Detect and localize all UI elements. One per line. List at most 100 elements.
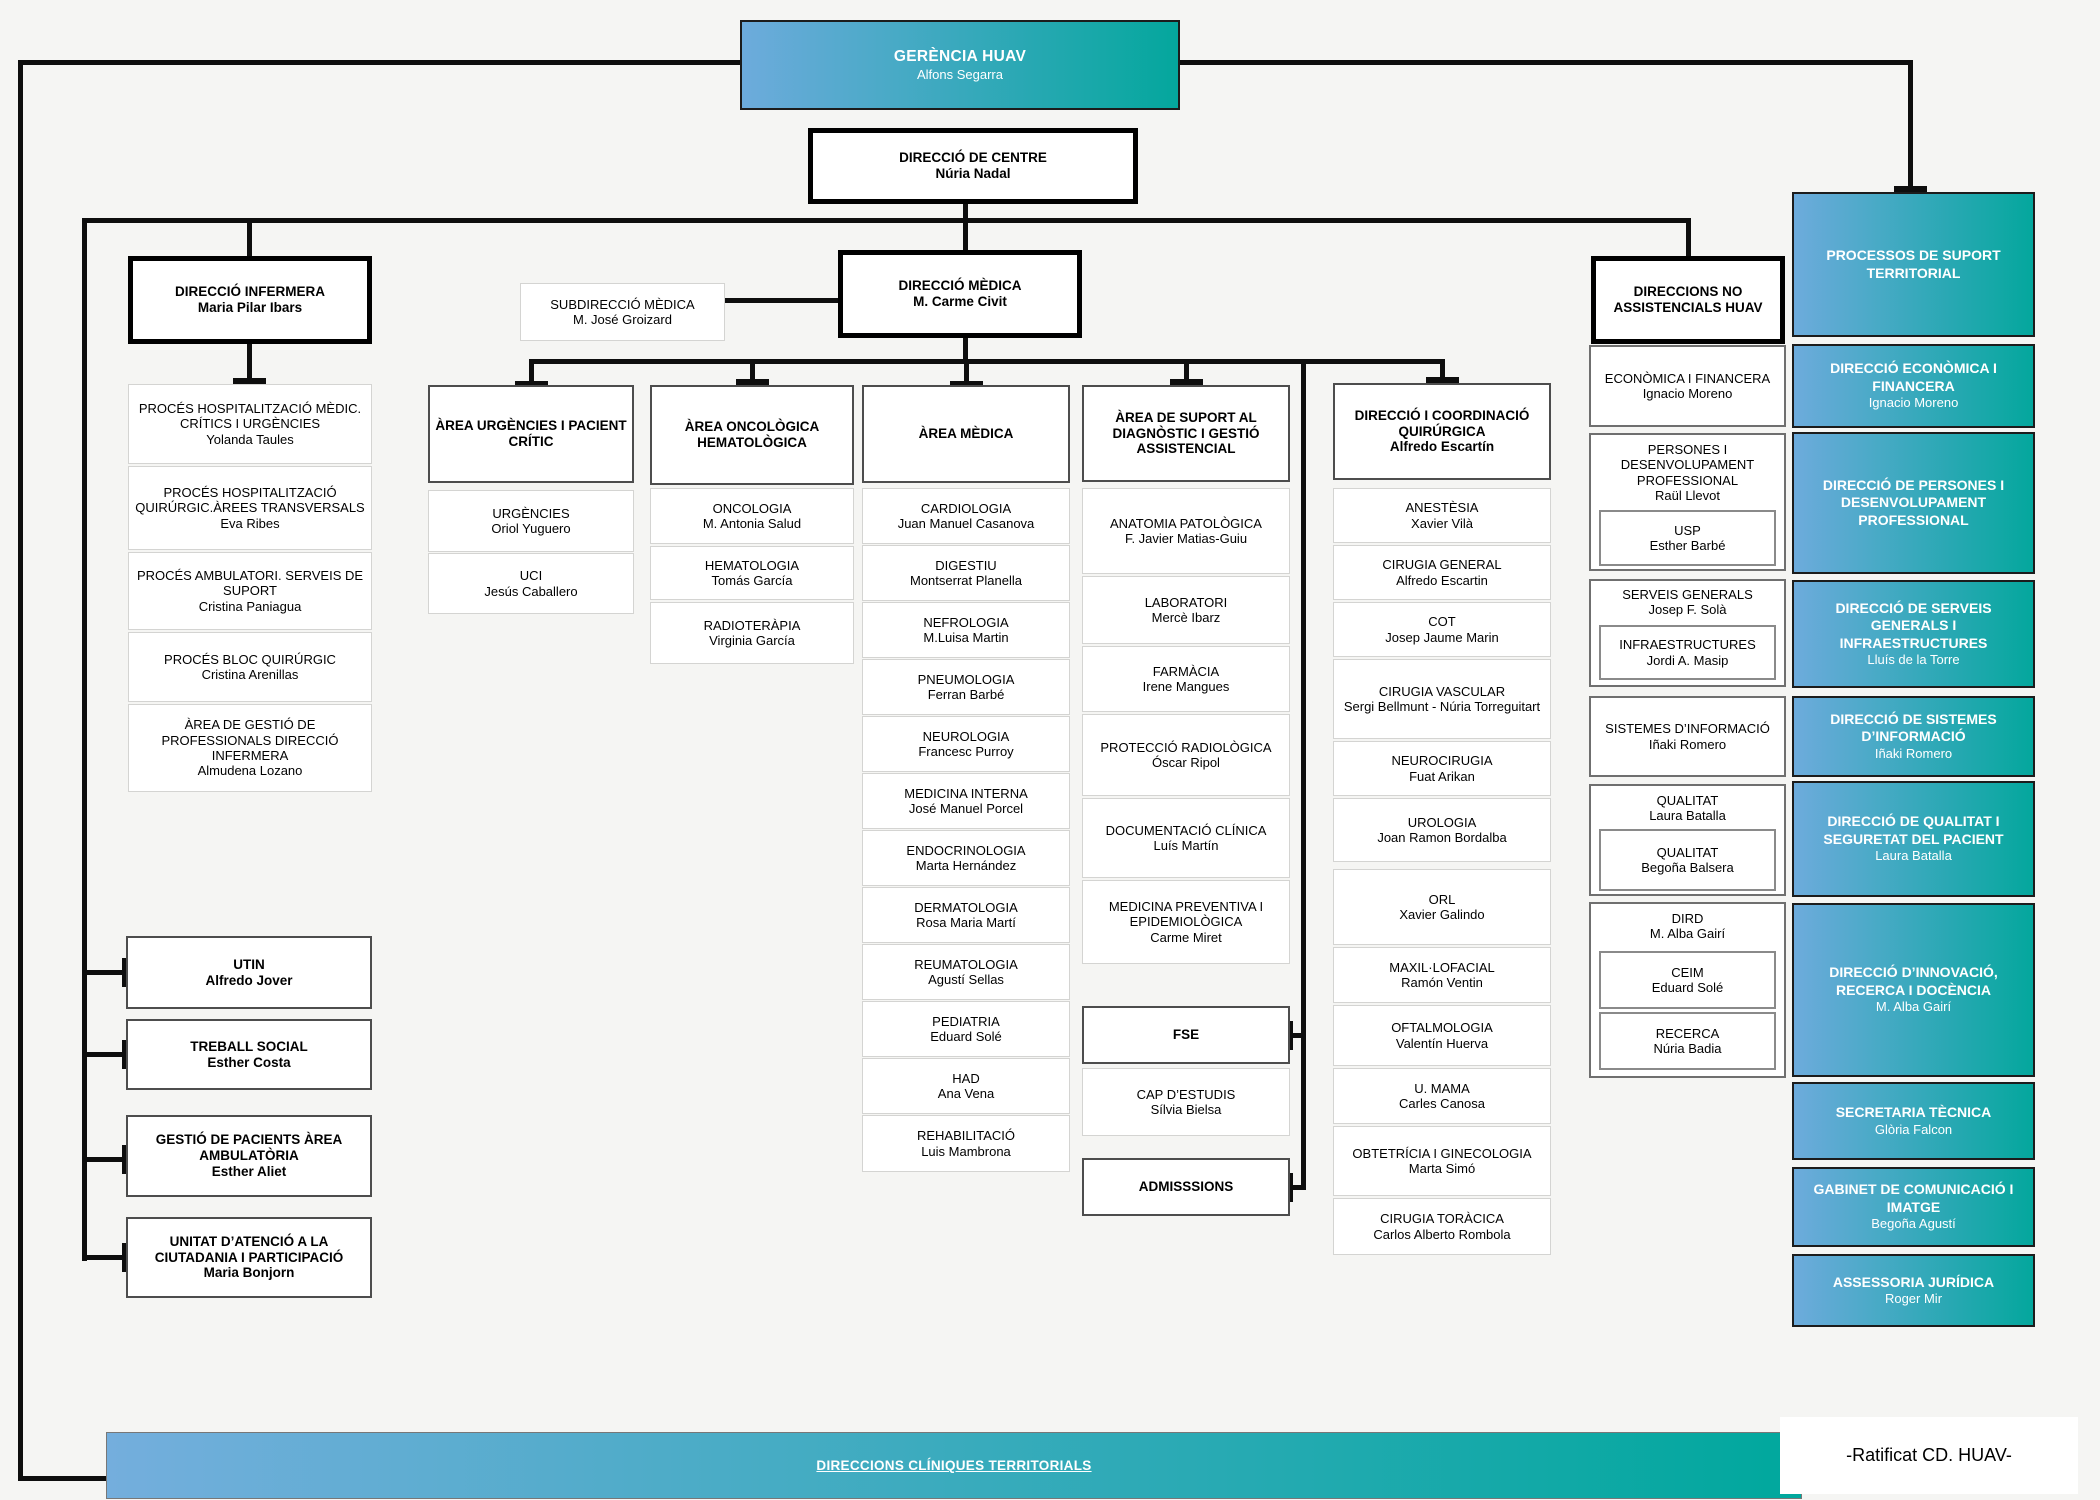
connector [82,1052,126,1057]
recerca-box: RECERCA Núria Badia [1599,1012,1776,1070]
direccio-infermera-box: DIRECCIÓ INFERMERA Maria Pilar Ibars [128,256,372,344]
connector [18,1476,108,1481]
treball-social-box: TREBALL SOCIAL Esther Costa [126,1019,372,1090]
area-suport-header: ÀREA DE SUPORT AL DIAGNÒSTIC I GESTIÓ AS… [1082,385,1290,482]
org-cell: PROTECCIÓ RADIOLÒGICA Óscar Ripol [1082,714,1290,796]
org-cell: PROCÉS HOSPITALITZACIÓ QUIRÚRGIC.ÀREES T… [128,466,372,550]
territorial-box: DIRECCIÓ DE SISTEMES D’INFORMACIÓ Iñaki … [1792,696,2035,777]
org-cell: DOCUMENTACIÓ CLÍNICA Luís Martín [1082,798,1290,878]
org-cell: PEDIATRIA Eduard Solé [862,1001,1070,1057]
org-cell: CIRUGIA TORÀCICA Carlos Alberto Rombola [1333,1198,1551,1255]
connector [963,204,968,252]
org-cell: PROCÉS BLOC QUIRÚRGIC Cristina Arenillas [128,632,372,702]
ceim-box: CEIM Eduard Solé [1599,951,1776,1009]
org-cell: UROLOGIA Joan Ramon Bordalba [1333,798,1551,862]
connector [725,298,840,303]
org-cell: OBTETRÍCIA I GINECOLOGIA Marta Simó [1333,1126,1551,1196]
connector-tick [1170,379,1203,385]
org-cell: ORL Xavier Galindo [1333,869,1551,945]
territorial-box: SECRETARIA TÈCNICA Glòria Falcon [1792,1082,2035,1160]
connector [1290,1185,1306,1190]
org-cell: DERMATOLOGIA Rosa Maria Martí [862,887,1070,943]
gestio-pacients-box: GESTIÓ DE PACIENTS ÀREA AMBULATÒRIA Esth… [126,1115,372,1197]
connector [1686,218,1691,258]
connector-tick [233,378,266,384]
connector-tick [1426,377,1459,383]
org-cell: NEUROLOGIA Francesc Purroy [862,716,1070,772]
connector [82,218,87,1261]
connector [1908,60,1913,192]
org-cell: OFTALMOLOGIA Valentín Huerva [1333,1005,1551,1066]
gerencia-person: Alfons Segarra [917,66,1003,82]
qualitat-nested-box: QUALITAT Begoña Balsera [1599,829,1776,891]
org-cell: ANESTÈSIA Xavier Vilà [1333,488,1551,543]
territorial-box: GABINET DE COMUNICACIÓ I IMATGE Begoña A… [1792,1167,2035,1247]
org-cell: MAXIL·LOFACIAL Ramón Ventin [1333,947,1551,1003]
connector-tick [1287,1021,1293,1050]
org-cell: CARDIOLOGIA Juan Manuel Casanova [862,488,1070,544]
org-cell: MEDICINA INTERNA José Manuel Porcel [862,773,1070,829]
connector [1184,359,1189,385]
territorial-box: DIRECCIÓ DE PERSONES I DESENVOLUPAMENT P… [1792,432,2035,574]
org-cell: PROCÉS AMBULATORI. SERVEIS DE SUPORT Cri… [128,552,372,630]
org-cell: PNEUMOLOGIA Ferran Barbé [862,659,1070,715]
territorial-box: DIRECCIÓ D’INNOVACIÓ, RECERCA I DOCÈNCIA… [1792,903,2035,1077]
org-cell: U. MAMA Carles Canosa [1333,1068,1551,1124]
org-cell: RADIOTERÀPIA Virginia García [650,602,854,664]
connector-tick [122,1040,128,1069]
connector-tick [122,1243,128,1272]
connector-tick [515,381,548,387]
org-cell: ECONÒMICA I FINANCERA Ignacio Moreno [1589,345,1786,427]
org-cell: NEFROLOGIA M.Luisa Martin [862,602,1070,658]
connector [1178,60,1913,65]
area-urgencies-header: ÀREA URGÈNCIES I PACIENT CRÍTIC [428,385,634,483]
connector [82,970,126,975]
connector [1301,359,1306,1190]
org-cell: CIRUGIA GENERAL Alfredo Escartin [1333,545,1551,600]
connector [963,336,968,364]
org-cell: ANATOMIA PATOLÒGICA F. Javier Matias-Gui… [1082,488,1290,574]
connector-tick [122,1145,128,1174]
connector [247,218,252,258]
org-cell: REHABILITACIÓ Luis Mambrona [862,1115,1070,1172]
unitat-atencio-box: UNITAT D’ATENCIÓ A LA CIUTADANIA I PARTI… [126,1217,372,1298]
org-cell: CIRUGIA VASCULAR Sergi Bellmunt - Núria … [1333,659,1551,739]
subdireccio-medica-box: SUBDIRECCIÓ MÈDICA M. José Groizard [520,283,725,341]
connector-tick [950,381,983,387]
connector [82,1157,126,1162]
territorial-box: ASSESSORIA JURÍDICA Roger Mir [1792,1254,2035,1327]
ratificat-note: -Ratificat CD. HUAV- [1780,1417,2078,1494]
direccio-quirurgica-header: DIRECCIÓ I COORDINACIÓ QUIRÚRGICA Alfred… [1333,383,1551,480]
cap-estudis-box: CAP D’ESTUDIS Sílvia Bielsa [1082,1068,1290,1136]
org-cell: NEUROCIRUGIA Fuat Arikan [1333,741,1551,796]
org-cell: SISTEMES D’INFORMACIÓ Iñaki Romero [1589,696,1786,777]
org-cell: MEDICINA PREVENTIVA I EPIDEMIOLÒGICA Car… [1082,880,1290,964]
org-cell: HAD Ana Vena [862,1058,1070,1114]
admissions-box: ADMISSSIONS [1082,1158,1290,1216]
org-cell: ÀREA DE GESTIÓ DE PROFESSIONALS DIRECCIÓ… [128,704,372,792]
connector [18,60,23,1481]
connector-tick [1287,1173,1293,1202]
connector [82,1255,126,1260]
direccions-cliniques-bar: DIRECCIONS CLÍNIQUES TERRITORIALS [106,1432,1802,1499]
connector-tick [1894,186,1927,192]
fse-box: FSE [1082,1006,1290,1064]
direccio-medica-box: DIRECCIÓ MÈDICA M. Carme Civit [838,250,1082,338]
org-cell: REUMATOLOGIA Agustí Sellas [862,944,1070,1000]
usp-box: USP Esther Barbé [1599,510,1776,566]
org-cell: PROCÉS HOSPITALITZACIÓ MÈDIC. CRÍTICS I … [128,384,372,464]
org-cell: UCI Jesús Caballero [428,553,634,614]
territorial-box: DIRECCIÓ DE QUALITAT I SEGURETAT DEL PAC… [1792,781,2035,897]
no-assistencials-header: DIRECCIONS NO ASSISTENCIALS HUAV [1591,256,1785,344]
gerencia-title: GERÈNCIA HUAV [893,48,1027,66]
connector [750,359,755,385]
connector-tick [122,958,128,987]
org-cell: ENDOCRINOLOGIA Marta Hernández [862,830,1070,886]
utin-box: UTIN Alfredo Jover [126,936,372,1009]
org-cell: LABORATORI Mercè Ibarz [1082,576,1290,644]
gerencia-box: GERÈNCIA HUAV Alfons Segarra [740,20,1180,110]
org-cell: HEMATOLOGIA Tomás García [650,546,854,600]
territorial-box: DIRECCIÓ DE SERVEIS GENERALS I INFRAESTR… [1792,580,2035,688]
territorial-box: PROCESSOS DE SUPORT TERRITORIAL [1792,192,2035,337]
